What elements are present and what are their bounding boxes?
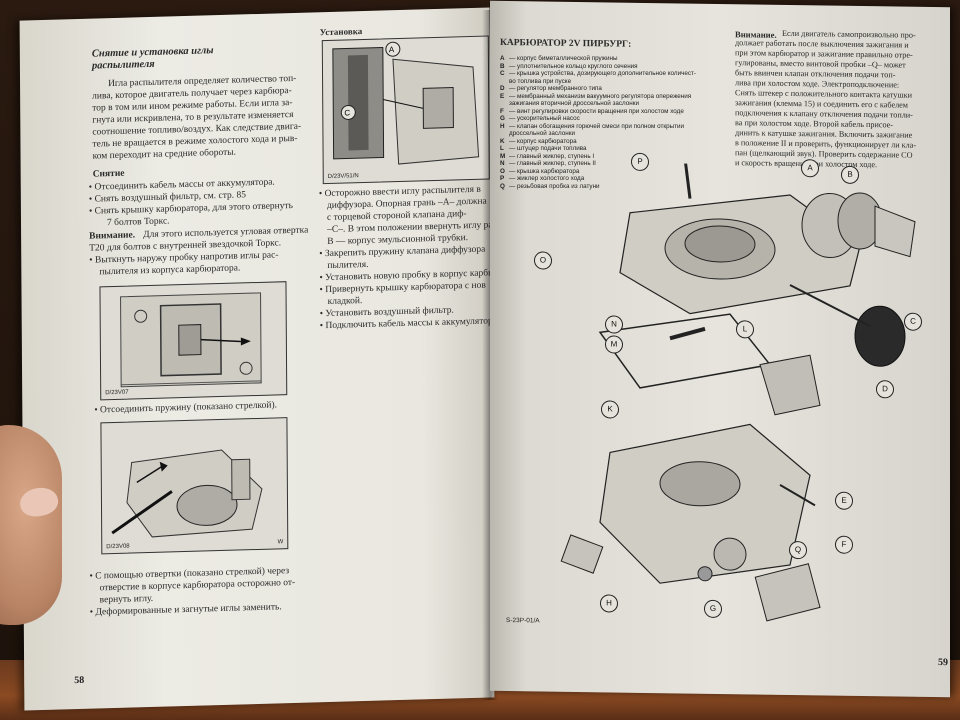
needle-instructions: • С помощью отвертки (показано стрелкой)… — [20, 7, 490, 618]
legend-key: D — [500, 85, 505, 92]
removal-heading: Снятие — [92, 168, 125, 180]
callout-q: Q — [789, 540, 807, 560]
legend-row: O — крышка карбюратора — [500, 168, 696, 176]
legend-text: — крышка карбюратора — [509, 167, 580, 175]
legend-row: G — ускорительный насос — [500, 115, 696, 123]
figure-needle-removal: D/23V08 W — [100, 417, 289, 555]
legend-row: L — штуцер подачи топлива — [500, 145, 696, 153]
callout-k: K — [601, 400, 619, 419]
legend-text: — ускорительный насос — [509, 115, 580, 122]
legend-row: дроссельной заслонки — [500, 130, 696, 138]
svg-text:A: A — [389, 45, 395, 54]
legend-row: зажигания вторичной дроссельной заслонки — [500, 100, 696, 108]
callout-h: H — [600, 594, 618, 613]
legend-text: — корпус биметаллической пружины — [509, 55, 618, 62]
callout-f: F — [835, 535, 853, 554]
right-page: КАРБЮРАТОР 2V ПИРБУРГ: Внимание. Если дв… — [490, 0, 950, 698]
install-list: • Осторожно ввести иглу распылителя в ди… — [20, 7, 513, 331]
screwdriver-illustration — [111, 449, 263, 538]
callout-g: G — [704, 599, 722, 619]
legend-row: A — корпус биметаллической пружины — [500, 55, 696, 63]
removal-list: • Отсоединить кабель массы от аккумулято… — [20, 7, 490, 228]
legend-key: F — [500, 107, 504, 115]
legend-key: O — [500, 167, 505, 175]
legend-text: — главный жиклер, ступень I — [509, 152, 595, 160]
callout-a: A — [801, 159, 819, 178]
spring-instruction: • Отсоединить пружину (показано стрелкой… — [94, 400, 278, 416]
legend-key: M — [500, 152, 506, 160]
legend-row: C — крышка устройства, дозирующего дополн… — [500, 70, 696, 78]
legend-row: M— главный жиклер, ступень I — [500, 153, 696, 161]
legend-text: во топлива при пуске — [509, 77, 572, 85]
carburetor-title: КАРБЮРАТОР 2V ПИРБУРГ: — [500, 37, 632, 50]
list-item: кладкой. — [327, 296, 363, 308]
page-number-right: 59 — [938, 657, 948, 669]
legend-row: K — корпус карбюратора — [500, 138, 696, 146]
legend-key: L — [500, 145, 504, 152]
legend-row: во топлива при пуске — [500, 78, 696, 86]
legend-key: H — [500, 122, 505, 130]
list-item: 7 болтов Торкс. — [106, 216, 170, 229]
left-page: Снятие и установка иглы распылителя Игла… — [19, 7, 513, 711]
callout-l: L — [736, 320, 754, 339]
callout-o: O — [534, 251, 552, 270]
callout-n: N — [605, 315, 623, 334]
legend-key: B — [500, 62, 505, 70]
page-number-left: 58 — [74, 674, 85, 687]
legend-key: A — [500, 55, 505, 62]
thumb — [0, 425, 62, 625]
legend-text: — жиклер холостого хода — [509, 175, 585, 182]
carburetor-closeup-illustration — [120, 292, 262, 388]
legend-text: — резьбовая пробка из латуни — [509, 182, 600, 190]
legend-row: F — винт регулировки скорости вращения пр… — [500, 108, 696, 116]
diagram-code: S-23P-01/A — [506, 617, 540, 625]
legend-text: дроссельной заслонки — [509, 130, 576, 137]
figure-code: D/23V/51/N — [327, 173, 359, 181]
legend-text: — штуцер подачи топлива — [509, 145, 587, 152]
callout-b: B — [841, 165, 859, 184]
legend-text: — клапан обогащения горючей смеси при по… — [509, 122, 685, 130]
intro-paragraph: Игла распылителя определяет количество т… — [20, 7, 490, 162]
legend-row: Q — резьбовая пробка из латуни — [500, 183, 696, 191]
legend-key: E — [500, 92, 505, 100]
legend-key: C — [500, 70, 505, 77]
legend-text: — крышка устройства, дозирующего дополни… — [509, 70, 697, 77]
legend-row: D — регулятор мембранного типа — [500, 85, 696, 93]
left-title-line2: распылителя — [91, 58, 155, 72]
legend-text: — главный жиклер, ступень II — [509, 160, 596, 167]
svg-text:C: C — [344, 108, 350, 117]
callout-d: D — [876, 380, 894, 399]
legend-key: G — [500, 115, 505, 122]
figure-needle-plug: D/23V07 — [99, 281, 288, 401]
legend-text: — мембранный механизм вакуумного регулят… — [509, 92, 692, 100]
legend-key: K — [500, 137, 505, 145]
legend-row: H — клапан обогащения горючей смеси при п… — [500, 123, 696, 131]
legend-row: N — главный жиклер, ступень II — [500, 160, 696, 168]
list-item: пылителя из корпуса карбюратора. — [99, 263, 241, 278]
legend-text: — регулятор мембранного типа — [509, 85, 602, 92]
needle-install-illustration: A C — [332, 41, 480, 165]
install-heading: Установка — [319, 26, 363, 38]
figure-code: D/23V07 — [105, 389, 129, 397]
legend-row: B — уплотнительное кольцо круглого сечени… — [500, 63, 696, 71]
figure-code: D/23V08 — [106, 543, 130, 551]
callout-c: C — [904, 312, 922, 331]
legend-key: N — [500, 160, 505, 167]
legend-text: зажигания вторичной дроссельной заслонки — [509, 100, 640, 107]
attention-paragraph: Если двигатель самопроизвольно про- долж… — [490, 1, 950, 169]
legend-key: P — [500, 175, 505, 182]
callout-m: M — [605, 335, 623, 354]
intro-line: ком переходит на средние обороты. — [92, 147, 237, 162]
figure-needle-install: A C D/23V/51/N — [321, 35, 490, 185]
legend-key: Q — [500, 182, 505, 190]
callout-e: E — [835, 491, 853, 510]
legend-text: — уплотнительное кольцо круглого сечения — [509, 62, 638, 70]
legend-text: — винт регулировки скорости вращения при… — [509, 107, 684, 115]
carburetor-exploded-diagram — [560, 161, 916, 622]
legend-row: E — мембранный механизм вакуумного регуля… — [500, 93, 696, 101]
legend-text: — корпус карбюратора — [509, 137, 577, 145]
legend-row: P — жиклер холостого хода — [500, 175, 696, 183]
figure-corner-mark: W — [277, 539, 284, 546]
